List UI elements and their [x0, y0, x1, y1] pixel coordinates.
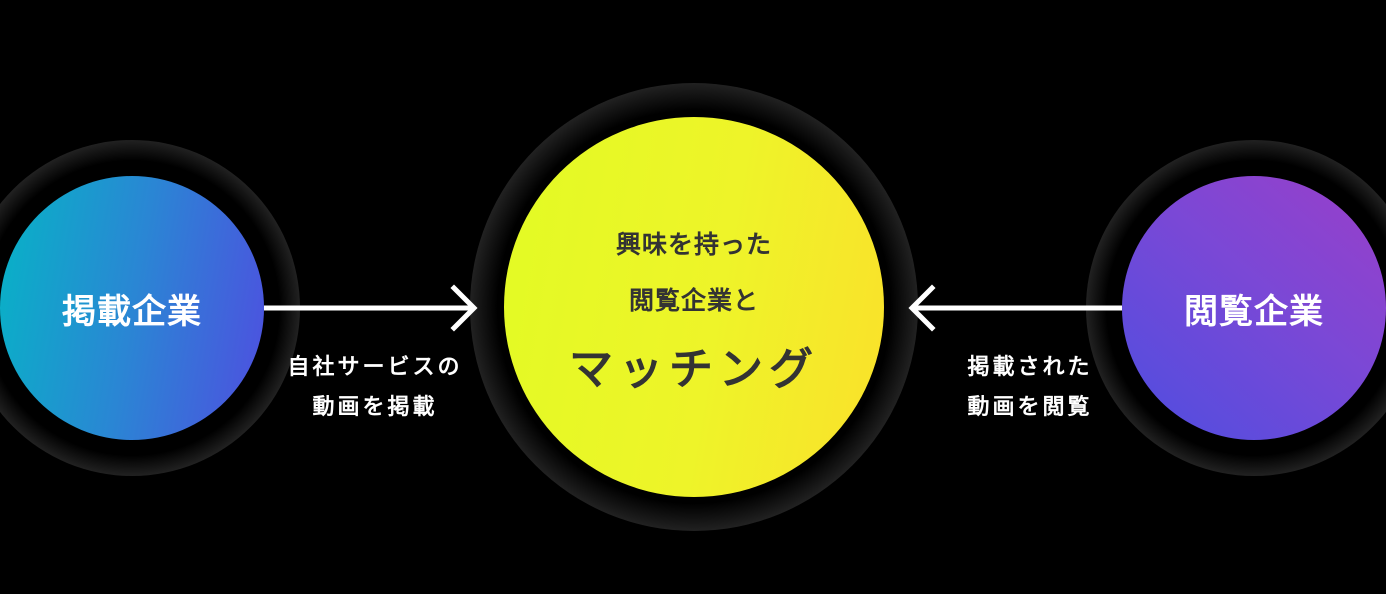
left-node-publishing-company: 掲載企業 [0, 176, 264, 440]
left-edge-caption-line2: 動画を掲載 [312, 395, 438, 420]
center-node-matching: 興味を持った 閲覧企業と マッチング [504, 117, 884, 497]
center-node-line2: 閲覧企業と [628, 286, 759, 315]
arrow-right-icon [264, 284, 478, 332]
left-edge-caption-line1: 自社サービスの [287, 355, 463, 380]
right-edge-caption-line1: 掲載された [967, 355, 1093, 380]
right-node-label: 閲覧企業 [1184, 291, 1324, 332]
right-edge-caption-line2: 動画を閲覧 [967, 395, 1093, 420]
left-node-label: 掲載企業 [62, 291, 202, 332]
left-edge-caption: 自社サービスの 動画を掲載 [270, 348, 480, 428]
center-node-line1: 興味を持った [615, 230, 772, 259]
arrow-left-icon [908, 284, 1122, 332]
right-node-viewing-company: 閲覧企業 [1122, 176, 1386, 440]
right-edge-caption: 掲載された 動画を閲覧 [940, 348, 1120, 428]
center-node-headline: マッチング [569, 344, 819, 395]
